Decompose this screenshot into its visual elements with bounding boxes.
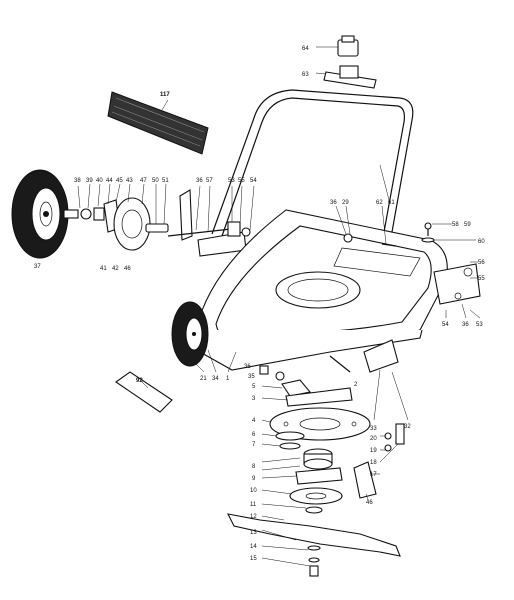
- callout-14: 14: [250, 544, 257, 550]
- callout-37: 37: [34, 264, 41, 270]
- callout-51: 51: [162, 178, 169, 184]
- callout-61: 61: [388, 200, 395, 206]
- handle-bar: [211, 89, 414, 237]
- callout-45: 45: [116, 178, 123, 184]
- callout-47: 47: [140, 178, 147, 184]
- callout-1: 1: [226, 376, 230, 382]
- right-handle-mount: [421, 222, 481, 319]
- mower-deck: [195, 209, 448, 373]
- callout-64: 64: [302, 46, 309, 52]
- callout-29: 29: [342, 200, 349, 206]
- callout-36c: 36: [196, 178, 203, 184]
- callout-53a: 53: [228, 178, 235, 184]
- callout-17: 17: [370, 472, 377, 478]
- callout-21: 21: [200, 376, 207, 382]
- callout-5: 5: [252, 384, 256, 390]
- callout-50: 50: [152, 178, 159, 184]
- callout-56: 56: [478, 260, 485, 266]
- callout-59: 59: [464, 222, 471, 228]
- callout-63: 63: [302, 72, 309, 78]
- left-handle-bolt: [335, 205, 397, 247]
- callout-38: 38: [74, 178, 81, 184]
- callout-60: 60: [478, 239, 485, 245]
- callout-4: 4: [252, 418, 256, 424]
- handle-clamp-bottom: [315, 65, 377, 89]
- discharge-flap: [115, 371, 173, 413]
- callout-33: 33: [370, 426, 377, 432]
- callout-55a: 55: [238, 178, 245, 184]
- callout-92: 92: [136, 378, 143, 384]
- callout-35: 35: [248, 374, 255, 380]
- front-wheel: [171, 301, 217, 373]
- blade: [227, 503, 401, 577]
- callout-57: 57: [206, 178, 213, 184]
- callout-18: 18: [370, 460, 377, 466]
- grass-flap: [107, 91, 209, 155]
- callout-9: 9: [252, 476, 256, 482]
- callout-40: 40: [96, 178, 103, 184]
- callout-10: 10: [250, 488, 257, 494]
- handle-clamp-top: [316, 35, 359, 57]
- callout-62: 62: [376, 200, 383, 206]
- callout-44: 44: [106, 178, 113, 184]
- motor-mount: [259, 355, 353, 407]
- callout-36a: 36: [330, 200, 337, 206]
- callout-46a: 46: [124, 266, 131, 272]
- rear-wheel: [11, 169, 69, 259]
- callout-labels: 117 92 64 63 61 62 36 29 58 59 60 56 55 …: [34, 46, 485, 562]
- callout-19: 19: [370, 448, 377, 454]
- callout-20: 20: [370, 436, 377, 442]
- callout-58: 58: [452, 222, 459, 228]
- callout-6: 6: [252, 432, 256, 438]
- callout-54b: 54: [442, 322, 449, 328]
- callout-7: 7: [252, 442, 256, 448]
- callout-46b: 46: [366, 500, 373, 506]
- callout-3: 3: [252, 396, 256, 402]
- callout-41: 41: [100, 266, 107, 272]
- callout-15: 15: [250, 556, 257, 562]
- callout-55b: 55: [478, 276, 485, 282]
- callout-34: 34: [212, 376, 219, 382]
- callout-11: 11: [250, 502, 257, 508]
- callout-8: 8: [252, 464, 256, 470]
- callout-42: 42: [112, 266, 119, 272]
- blade-hub: [261, 448, 343, 505]
- callout-36b: 36: [462, 322, 469, 328]
- callout-13: 13: [250, 530, 257, 536]
- callout-54a: 54: [250, 178, 257, 184]
- height-adjuster: [167, 185, 255, 257]
- washers-upper: [261, 431, 305, 450]
- callout-36d: 36: [244, 364, 251, 370]
- callout-43: 43: [126, 178, 133, 184]
- side-bracket: [353, 339, 409, 501]
- callout-53b: 53: [476, 322, 483, 328]
- callout-117: 117: [160, 92, 170, 98]
- callout-2: 2: [354, 382, 358, 388]
- callout-12: 12: [250, 514, 257, 520]
- axle-assembly: [63, 183, 169, 251]
- callout-39: 39: [86, 178, 93, 184]
- callout-32: 32: [404, 424, 411, 430]
